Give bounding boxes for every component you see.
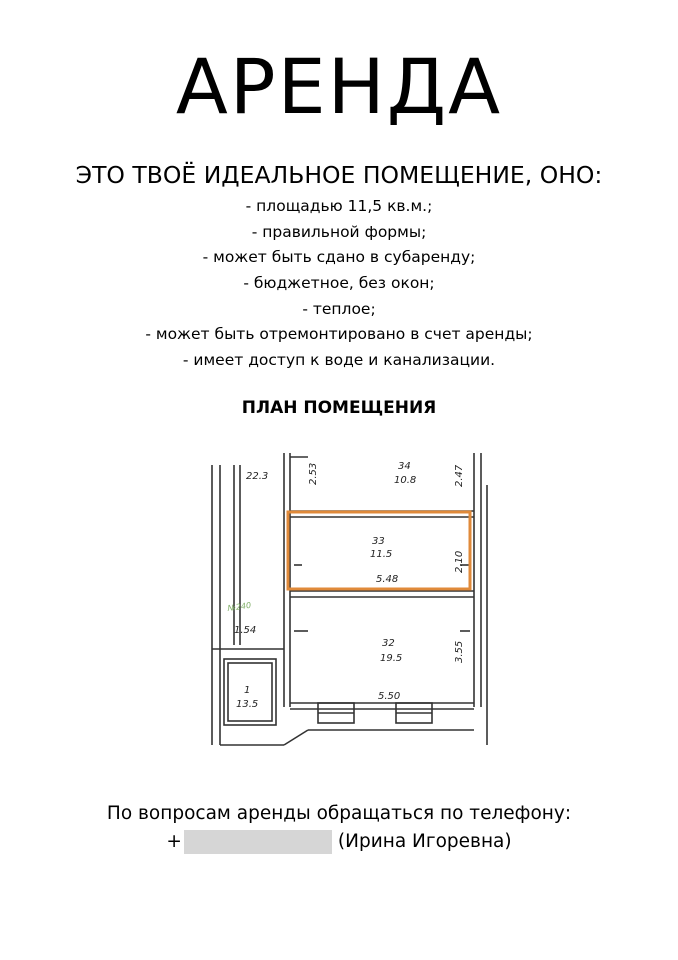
feature-item: - площадью 11,5 кв.м.; (245, 197, 433, 215)
plan-title: ПЛАН ПОМЕЩЕНИЯ (241, 398, 437, 418)
room-34-number: 34 (398, 461, 411, 472)
feature-item: - теплое; (302, 299, 376, 318)
room-1-outline (223, 658, 277, 726)
feature-list: - площадью 11,5 кв.м.; - правильной форм… (0, 194, 678, 374)
room-32-area: 19.5 (380, 653, 402, 664)
feature-item: - может быть сдано в субаренду; (202, 248, 476, 267)
headline: ЭТО ТВОЁ ИДЕАЛЬНОЕ ПОМЕЩЕНИЕ, ОНО: (75, 161, 603, 189)
room-33-area: 11.5 (370, 549, 392, 560)
wall (283, 729, 309, 746)
dim-label: 2.47 (454, 464, 465, 487)
dim-label: 5.50 (378, 691, 400, 702)
plan-labels: 22.3 2.53 34 10.8 2.47 33 11.5 2.10 5.48… (226, 461, 465, 710)
dim-label: 2.10 (454, 551, 465, 573)
floor-plan-drawing: 22.3 2.53 34 10.8 2.47 33 11.5 2.10 5.48… (211, 453, 488, 746)
dim-label: 22.3 (246, 471, 268, 482)
room-33-number: 33 (372, 536, 385, 547)
room-1-number: 1 (244, 685, 250, 696)
dim-label: 3.55 (454, 641, 465, 663)
feature-item: - правильной формы; (251, 222, 427, 241)
redacted-phone-number (183, 830, 332, 854)
phone-prefix: + (166, 831, 182, 852)
dim-label: 1.54 (234, 625, 256, 636)
dim-label: 2.53 (308, 463, 319, 485)
floor-plan: 22.3 2.53 34 10.8 2.47 33 11.5 2.10 5.48… (198, 445, 498, 775)
room-1-area: 13.5 (236, 699, 258, 710)
room-33-highlight (286, 510, 472, 591)
dim-label: 5.48 (376, 574, 398, 585)
room-1-inner (227, 662, 273, 722)
contact-line: По вопросам аренды обращаться по телефон… (106, 803, 572, 824)
room-34-area: 10.8 (394, 475, 416, 486)
feature-item: - имеет доступ к воде и канализации. (182, 351, 496, 370)
page-title: АРЕНДА (175, 42, 503, 131)
room-32-number: 32 (382, 638, 395, 649)
phone-line: + (Ирина Игоревна) (0, 828, 678, 856)
stamp-label: №240 (226, 601, 252, 613)
contact-person: (Ирина Игоревна) (337, 831, 512, 852)
feature-item: - бюджетное, без окон; (243, 274, 435, 293)
feature-item: - может быть отремонтировано в счет арен… (145, 325, 533, 344)
